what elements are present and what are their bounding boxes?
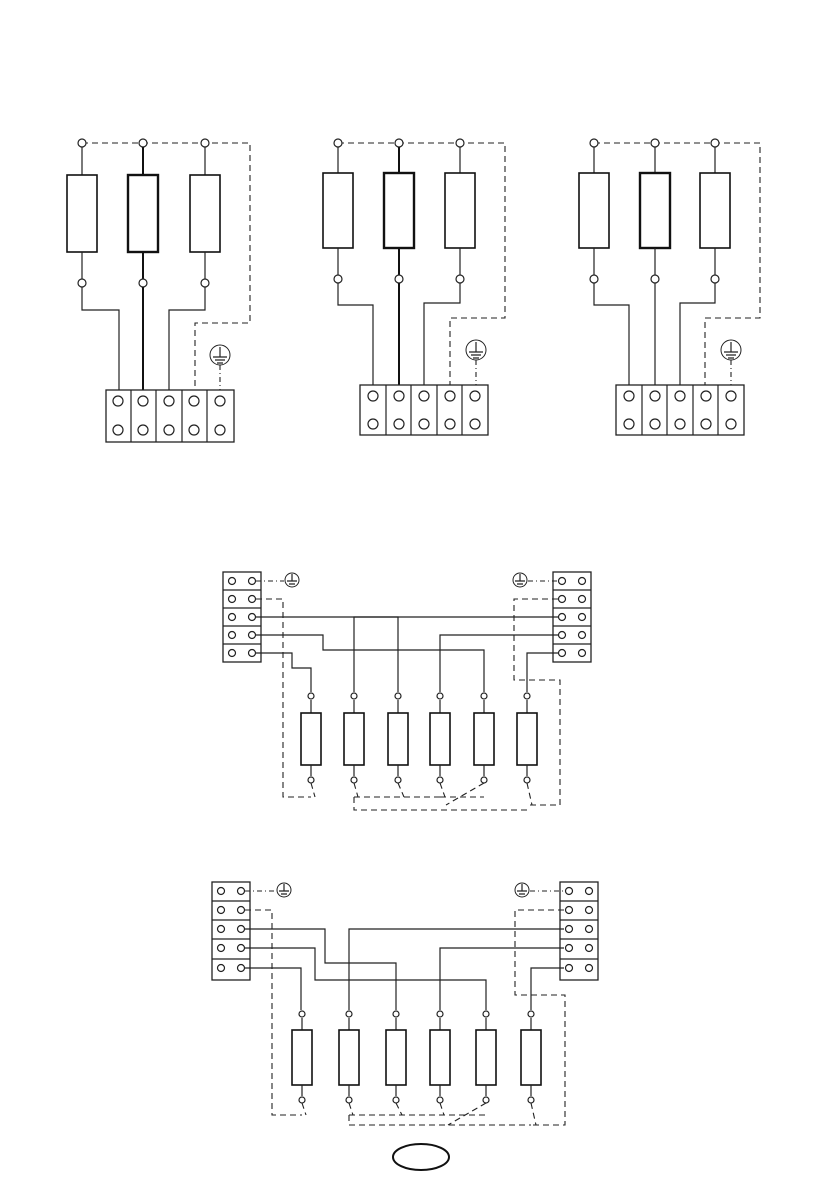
terminal-block-right <box>560 882 598 980</box>
heating-element <box>344 713 364 765</box>
terminal-block-left <box>223 572 261 662</box>
heating-element <box>301 713 321 765</box>
heating-element <box>430 1030 450 1085</box>
wiring-diagram-5 <box>212 882 598 1125</box>
terminal-block <box>106 390 234 442</box>
heating-element <box>579 173 609 248</box>
terminal-node <box>201 279 209 287</box>
terminal-block <box>360 385 488 435</box>
terminal-node <box>139 279 147 287</box>
wiring-diagram-3 <box>579 139 760 435</box>
terminal-node <box>78 279 86 287</box>
wiring-diagram-1 <box>67 139 250 442</box>
wiring-diagram-4 <box>223 572 591 810</box>
heating-element <box>517 713 537 765</box>
heating-element <box>292 1030 312 1085</box>
heating-element <box>339 1030 359 1085</box>
terminal-block-left <box>212 882 250 980</box>
terminal-block <box>616 385 744 435</box>
heating-element <box>67 175 97 252</box>
terminal-node <box>78 139 86 147</box>
page-marker-ellipse <box>393 1144 449 1170</box>
heating-element <box>521 1030 541 1085</box>
heating-element <box>430 713 450 765</box>
heating-element <box>128 175 158 252</box>
heating-element <box>474 713 494 765</box>
terminal-node <box>139 139 147 147</box>
heating-elements <box>292 1011 541 1125</box>
heating-element <box>700 173 730 248</box>
heating-element <box>384 173 414 248</box>
heating-element <box>388 713 408 765</box>
terminal-node <box>201 139 209 147</box>
heating-element <box>640 173 670 248</box>
wiring-diagram-2 <box>323 139 505 435</box>
heating-element <box>190 175 220 252</box>
terminal-block-right <box>553 572 591 662</box>
heating-element <box>323 173 353 248</box>
heating-element <box>445 173 475 248</box>
heating-element <box>476 1030 496 1085</box>
heating-elements <box>301 693 537 805</box>
heating-element <box>386 1030 406 1085</box>
